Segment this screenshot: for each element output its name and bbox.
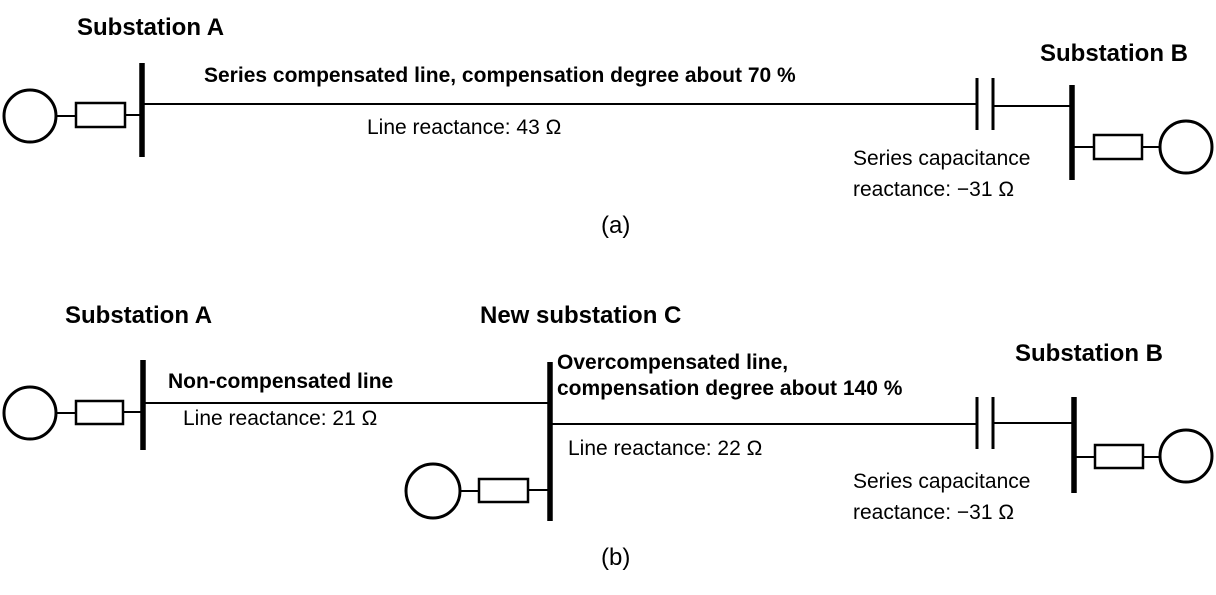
line-cb-title-line1: Overcompensated line,: [557, 351, 789, 374]
generator-icon: [404, 462, 479, 520]
diagram-a-circuit: [2, 63, 1214, 180]
substation-b-label: Substation B: [1040, 40, 1188, 67]
series-capacitance-label-line1: Series capacitance: [853, 147, 1031, 170]
line-ac-title: Non-compensated line: [168, 370, 394, 393]
substation-a-label: Substation A: [77, 14, 225, 41]
series-capacitance-label-line2: reactance: −31 Ω: [853, 501, 1015, 524]
line-cb-title-line2: compensation degree about 140 %: [557, 377, 903, 400]
substation-a-label: Substation A: [65, 302, 213, 329]
caption-a: (a): [601, 212, 631, 239]
series-capacitance-label-line2: reactance: −31 Ω: [853, 178, 1015, 201]
series-capacitor-icon: [975, 78, 995, 130]
substation-c-label: New substation C: [480, 302, 682, 329]
substation-b-label: Substation B: [1015, 340, 1163, 367]
line-reactance-label: Line reactance: 43 Ω: [367, 116, 562, 139]
impedance-icon: [1093, 443, 1145, 470]
impedance-icon: [1092, 133, 1144, 161]
generator-icon: [2, 88, 76, 144]
impedance-icon: [74, 101, 127, 129]
generator-icon: [1142, 119, 1214, 175]
caption-b: (b): [601, 544, 631, 571]
series-capacitance-label-line1: Series capacitance: [853, 470, 1031, 493]
series-capacitor-icon: [975, 397, 995, 449]
line-title: Series compensated line, compensation de…: [204, 64, 796, 87]
impedance-icon: [74, 399, 125, 426]
impedance-icon: [477, 477, 530, 504]
line-ac-reactance-label: Line reactance: 21 Ω: [183, 407, 378, 430]
generator-icon: [1143, 428, 1214, 484]
generator-icon: [2, 385, 76, 441]
diagram-b-circuit: [2, 360, 1214, 521]
line-cb-reactance-label: Line reactance: 22 Ω: [568, 437, 763, 460]
